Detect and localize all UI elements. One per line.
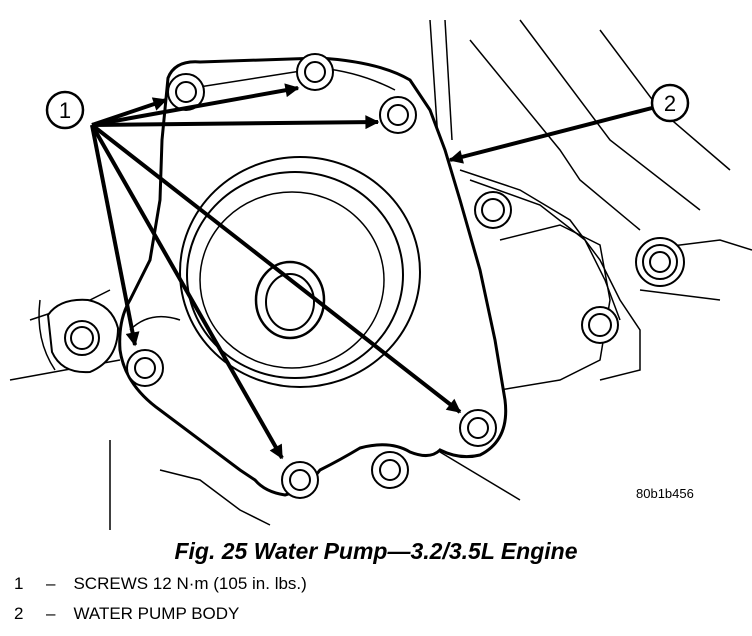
- legend-text: SCREWS 12 N·m (105 in. lbs.): [73, 574, 307, 593]
- legend-number: 2: [14, 604, 24, 623]
- legend-item-2: 2 – WATER PUMP BODY: [14, 604, 239, 624]
- legend-item-1: 1 – SCREWS 12 N·m (105 in. lbs.): [14, 574, 307, 594]
- pump-screws: [126, 53, 497, 499]
- callout-1-number: 1: [59, 98, 71, 123]
- engine-mount-bosses: [46, 298, 120, 374]
- pump-body-callout-arrow: [448, 106, 653, 164]
- block-bolts: [474, 191, 685, 344]
- callout-2-number: 2: [664, 91, 676, 116]
- legend-dash: –: [46, 574, 56, 593]
- callout-2: 2: [650, 83, 690, 123]
- legend-text: WATER PUMP BODY: [73, 604, 240, 623]
- water-pump-diagram: 1 2: [9, 19, 752, 530]
- legend-dash: –: [46, 604, 56, 623]
- callout-1: 1: [45, 90, 85, 130]
- legend-number: 1: [14, 574, 24, 593]
- art-code: 80b1b456: [636, 486, 694, 501]
- figure-caption: Fig. 25 Water Pump—3.2/3.5L Engine: [174, 538, 578, 564]
- screw-callout-arrows: [90, 83, 462, 460]
